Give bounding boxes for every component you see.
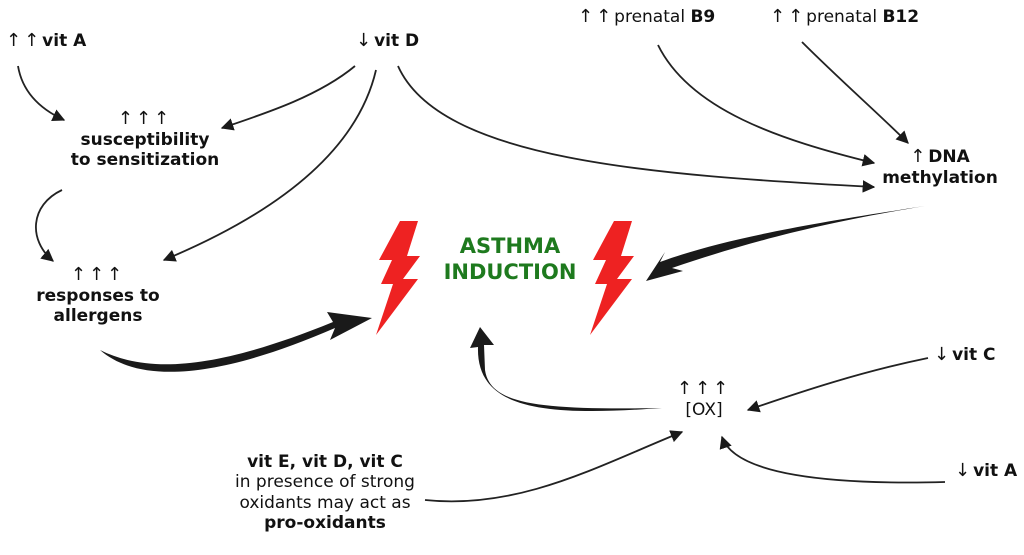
increase-arrow-icon: ↑ — [910, 146, 929, 167]
edge-susceptibility-to-responses — [35, 189, 63, 262]
edge-b9-to-dna — [657, 44, 876, 167]
edge-vit-a-low-to-ox — [719, 435, 946, 484]
edge-vit-a-to-susceptibility — [17, 65, 66, 121]
node-pro-oxidants: vit E, vit D, vit C in presence of stron… — [235, 452, 415, 534]
decrease-arrow-icon: ↓ — [356, 30, 375, 51]
node-prenatal-b9: ↑↑prenatal B9 — [578, 6, 716, 27]
title-line-2: INDUCTION — [443, 260, 577, 285]
node-vit-d-low: ↓vit D — [356, 30, 420, 51]
node-oxidative-stress: ↑↑↑ [OX] — [672, 378, 736, 420]
edge-vit-d-to-responses — [162, 69, 377, 262]
node-vit-a-low: ↓vit A — [955, 460, 1018, 481]
increase-arrows-icon: ↑↑ — [6, 30, 43, 51]
node-dna-methylation: ↑DNA methylation — [882, 146, 998, 188]
edge-vit-c-to-ox — [746, 357, 929, 413]
node-prenatal-b12: ↑↑prenatal B12 — [770, 6, 920, 27]
node-responses-to-allergens: ↑↑↑ responses to allergens — [28, 264, 168, 326]
title-line-1: ASTHMA — [459, 234, 561, 258]
lightning-bolt-left-icon — [376, 221, 420, 335]
increase-arrows-icon: ↑↑↑ — [117, 108, 173, 129]
node-vit-c-low: ↓vit C — [934, 344, 996, 365]
node-susceptibility: ↑↑↑ susceptibility to sensitization — [60, 108, 230, 170]
increase-arrows-icon: ↑↑ — [770, 6, 807, 27]
increase-arrows-icon: ↑↑ — [578, 6, 615, 27]
asthma-induction-title: ASTHMA INDUCTION — [430, 233, 590, 286]
edge-responses-to-asthma — [100, 312, 372, 372]
edge-b12-to-dna — [801, 41, 909, 144]
edge-vit-d-to-dna — [397, 65, 876, 193]
lightning-bolt-right-icon — [590, 221, 634, 335]
increase-arrows-icon: ↑↑↑ — [676, 378, 732, 399]
edge-ox-to-asthma — [470, 327, 662, 412]
decrease-arrow-icon: ↓ — [955, 460, 974, 481]
edge-prooxidants-to-ox — [424, 430, 684, 503]
edge-dna-to-asthma — [646, 206, 925, 281]
decrease-arrow-icon: ↓ — [934, 344, 953, 365]
node-vit-a-high: ↑↑vit A — [6, 30, 87, 51]
edge-vit-d-to-susceptibility — [220, 65, 356, 131]
increase-arrows-icon: ↑↑↑ — [70, 264, 126, 285]
